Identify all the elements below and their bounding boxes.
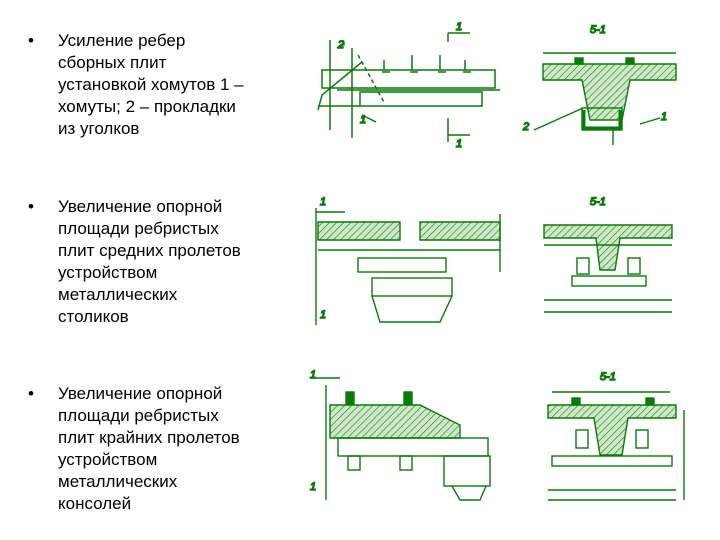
label-2: 2 [522, 121, 529, 133]
bullet-symbol: • [28, 197, 34, 216]
drawing-rib-stirrups-section: 5-1 2 1 [521, 23, 677, 145]
drawing-end-span-section: 5-1 [547, 370, 685, 501]
bullet-symbol: • [28, 384, 34, 403]
bullet-text: Усиление ребер сборных плит установкой х… [58, 31, 244, 138]
bullet-text: Увеличение опорной площади ребристых пли… [58, 384, 240, 513]
label-1: 1 [320, 309, 326, 321]
label-2: 2 [337, 39, 344, 51]
section-label: 5-1 [590, 196, 606, 208]
label-1: 1 [310, 369, 316, 381]
label-1: 1 [456, 21, 462, 33]
label-1: 1 [360, 114, 366, 126]
drawing-end-span-longitudinal: 1 1 [309, 368, 491, 501]
label-1: 1 [456, 138, 462, 150]
label-1: 1 [661, 111, 667, 123]
drawing-middle-span-section: 5-1 [543, 195, 673, 313]
section-label: 5-1 [600, 371, 616, 383]
bullet-symbol: • [28, 31, 34, 50]
drawing-rib-stirrups-longitudinal: 2 1 1 1 [317, 20, 500, 151]
bullet-text: Увеличение опорной площади ребристых пли… [58, 197, 241, 326]
drawing-middle-span-longitudinal: 1 1 [315, 195, 501, 325]
label-1: 1 [310, 481, 316, 493]
section-label: 5-1 [590, 24, 606, 36]
label-1: 1 [320, 196, 326, 208]
